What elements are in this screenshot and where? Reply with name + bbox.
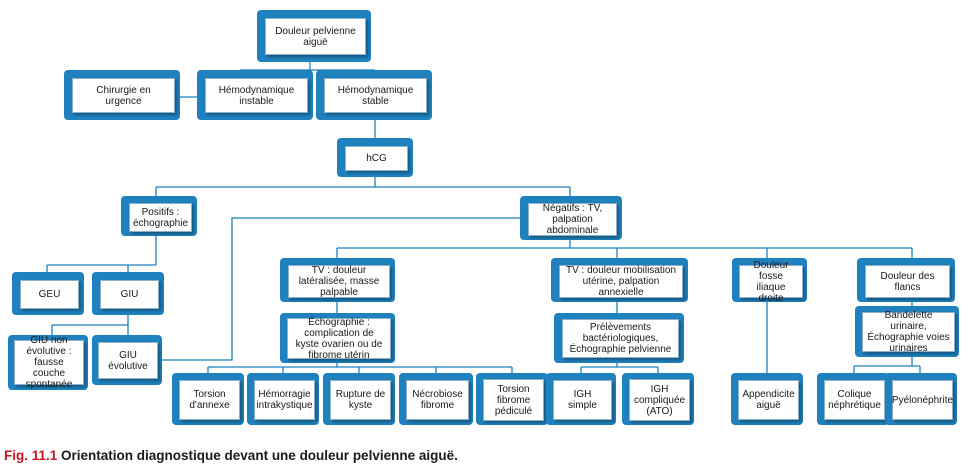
- node-bandelette-label: Bandelette urinaire, Échographie voies u…: [862, 310, 955, 354]
- node-torsion-annexe-label: Torsion d'annexe: [179, 380, 240, 420]
- node-hemodynamique-stable: Hémodynamique stable: [316, 70, 432, 120]
- node-hcg: hCG: [337, 138, 413, 177]
- node-positifs: Positifs : échographie: [121, 196, 197, 236]
- node-giu-non-evolutive: GIU non évolutive : fausse couche sponta…: [8, 335, 88, 390]
- node-giu: GIU: [92, 272, 164, 315]
- node-prelevements: Prélèvements bactériologiques, Échograph…: [554, 313, 684, 363]
- node-flancs-label: Douleur des flancs: [865, 265, 950, 298]
- node-tv-mobilisation: TV : douleur mobilisation utérine, palpa…: [551, 258, 688, 302]
- node-flancs: Douleur des flancs: [857, 258, 955, 302]
- node-fosse-iliaque: Douleur fosse iliaque droite: [732, 258, 807, 304]
- node-giu-non-evolutive-label: GIU non évolutive : fausse couche sponta…: [14, 335, 84, 390]
- node-geu-label: GEU: [20, 280, 79, 309]
- figure-caption: Fig. 11.1 Orientation diagnostique devan…: [4, 448, 458, 463]
- figure-caption-text: Orientation diagnostique devant une doul…: [61, 448, 458, 463]
- node-chirurgie-urgence: Chirurgie en urgence: [64, 70, 180, 120]
- node-giu-label: GIU: [100, 280, 159, 309]
- node-rupture-kyste: Rupture de kyste: [323, 373, 395, 425]
- node-hemodynamique-instable: Hémodynamique instable: [197, 70, 313, 120]
- node-prelevements-label: Prélèvements bactériologiques, Échograph…: [562, 319, 679, 358]
- node-appendicite: Appendicite aiguë: [731, 373, 803, 425]
- node-hemodynamique-stable-label: Hémodynamique stable: [324, 78, 427, 113]
- node-torsion-annexe: Torsion d'annexe: [172, 373, 244, 425]
- node-chirurgie-urgence-label: Chirurgie en urgence: [72, 78, 175, 113]
- node-hemodynamique-instable-label: Hémodynamique instable: [205, 78, 308, 113]
- node-negatifs: Négatifs : TV, palpation abdominale: [520, 196, 622, 240]
- node-igh-compliquee-label: IGH compliquée (ATO): [629, 379, 690, 421]
- node-root: Douleur pelvienne aiguë: [257, 10, 371, 62]
- node-tv-lateralisee-label: TV : douleur latéralisée, masse palpable: [288, 265, 390, 298]
- node-positifs-label: Positifs : échographie: [129, 203, 192, 232]
- node-giu-evolutive-label: GIU évolutive: [98, 342, 158, 379]
- node-igh-compliquee: IGH compliquée (ATO): [622, 373, 694, 425]
- node-torsion-fibrome-label: Torsion fibrome pédiculé: [483, 379, 544, 421]
- node-giu-evolutive: GIU évolutive: [92, 335, 162, 385]
- node-geu: GEU: [12, 272, 84, 315]
- node-pyelonephrite-label: Pyélonéphrite: [892, 380, 953, 420]
- node-echographie: Échographie : complication de kyste ovar…: [280, 313, 395, 363]
- node-hemorragie-intrakystique-label: Hémorragie intrakystique: [254, 380, 315, 420]
- node-colique-nephretique: Colique néphrétique: [817, 373, 889, 425]
- node-necrobiose-fibrome-label: Nécrobiose fibrome: [406, 380, 469, 420]
- figure-caption-number: Fig. 11.1: [4, 448, 58, 463]
- node-igh-simple: IGH simple: [546, 373, 616, 425]
- node-bandelette: Bandelette urinaire, Échographie voies u…: [855, 306, 959, 357]
- node-rupture-kyste-label: Rupture de kyste: [330, 380, 391, 420]
- node-pyelonephrite: Pyélonéphrite: [885, 373, 957, 425]
- node-appendicite-label: Appendicite aiguë: [738, 380, 799, 420]
- node-echographie-label: Échographie : complication de kyste ovar…: [287, 317, 391, 361]
- node-fosse-iliaque-label: Douleur fosse iliaque droite: [739, 260, 803, 304]
- node-negatifs-label: Négatifs : TV, palpation abdominale: [528, 203, 617, 236]
- node-necrobiose-fibrome: Nécrobiose fibrome: [399, 373, 473, 425]
- node-hcg-label: hCG: [345, 146, 408, 171]
- node-torsion-fibrome: Torsion fibrome pédiculé: [476, 373, 548, 425]
- node-hemorragie-intrakystique: Hémorragie intrakystique: [247, 373, 319, 425]
- node-igh-simple-label: IGH simple: [553, 380, 612, 420]
- node-colique-nephretique-label: Colique néphrétique: [824, 380, 885, 420]
- node-tv-mobilisation-label: TV : douleur mobilisation utérine, palpa…: [559, 265, 683, 298]
- node-tv-lateralisee: TV : douleur latéralisée, masse palpable: [280, 258, 395, 302]
- node-root-label: Douleur pelvienne aiguë: [265, 18, 366, 55]
